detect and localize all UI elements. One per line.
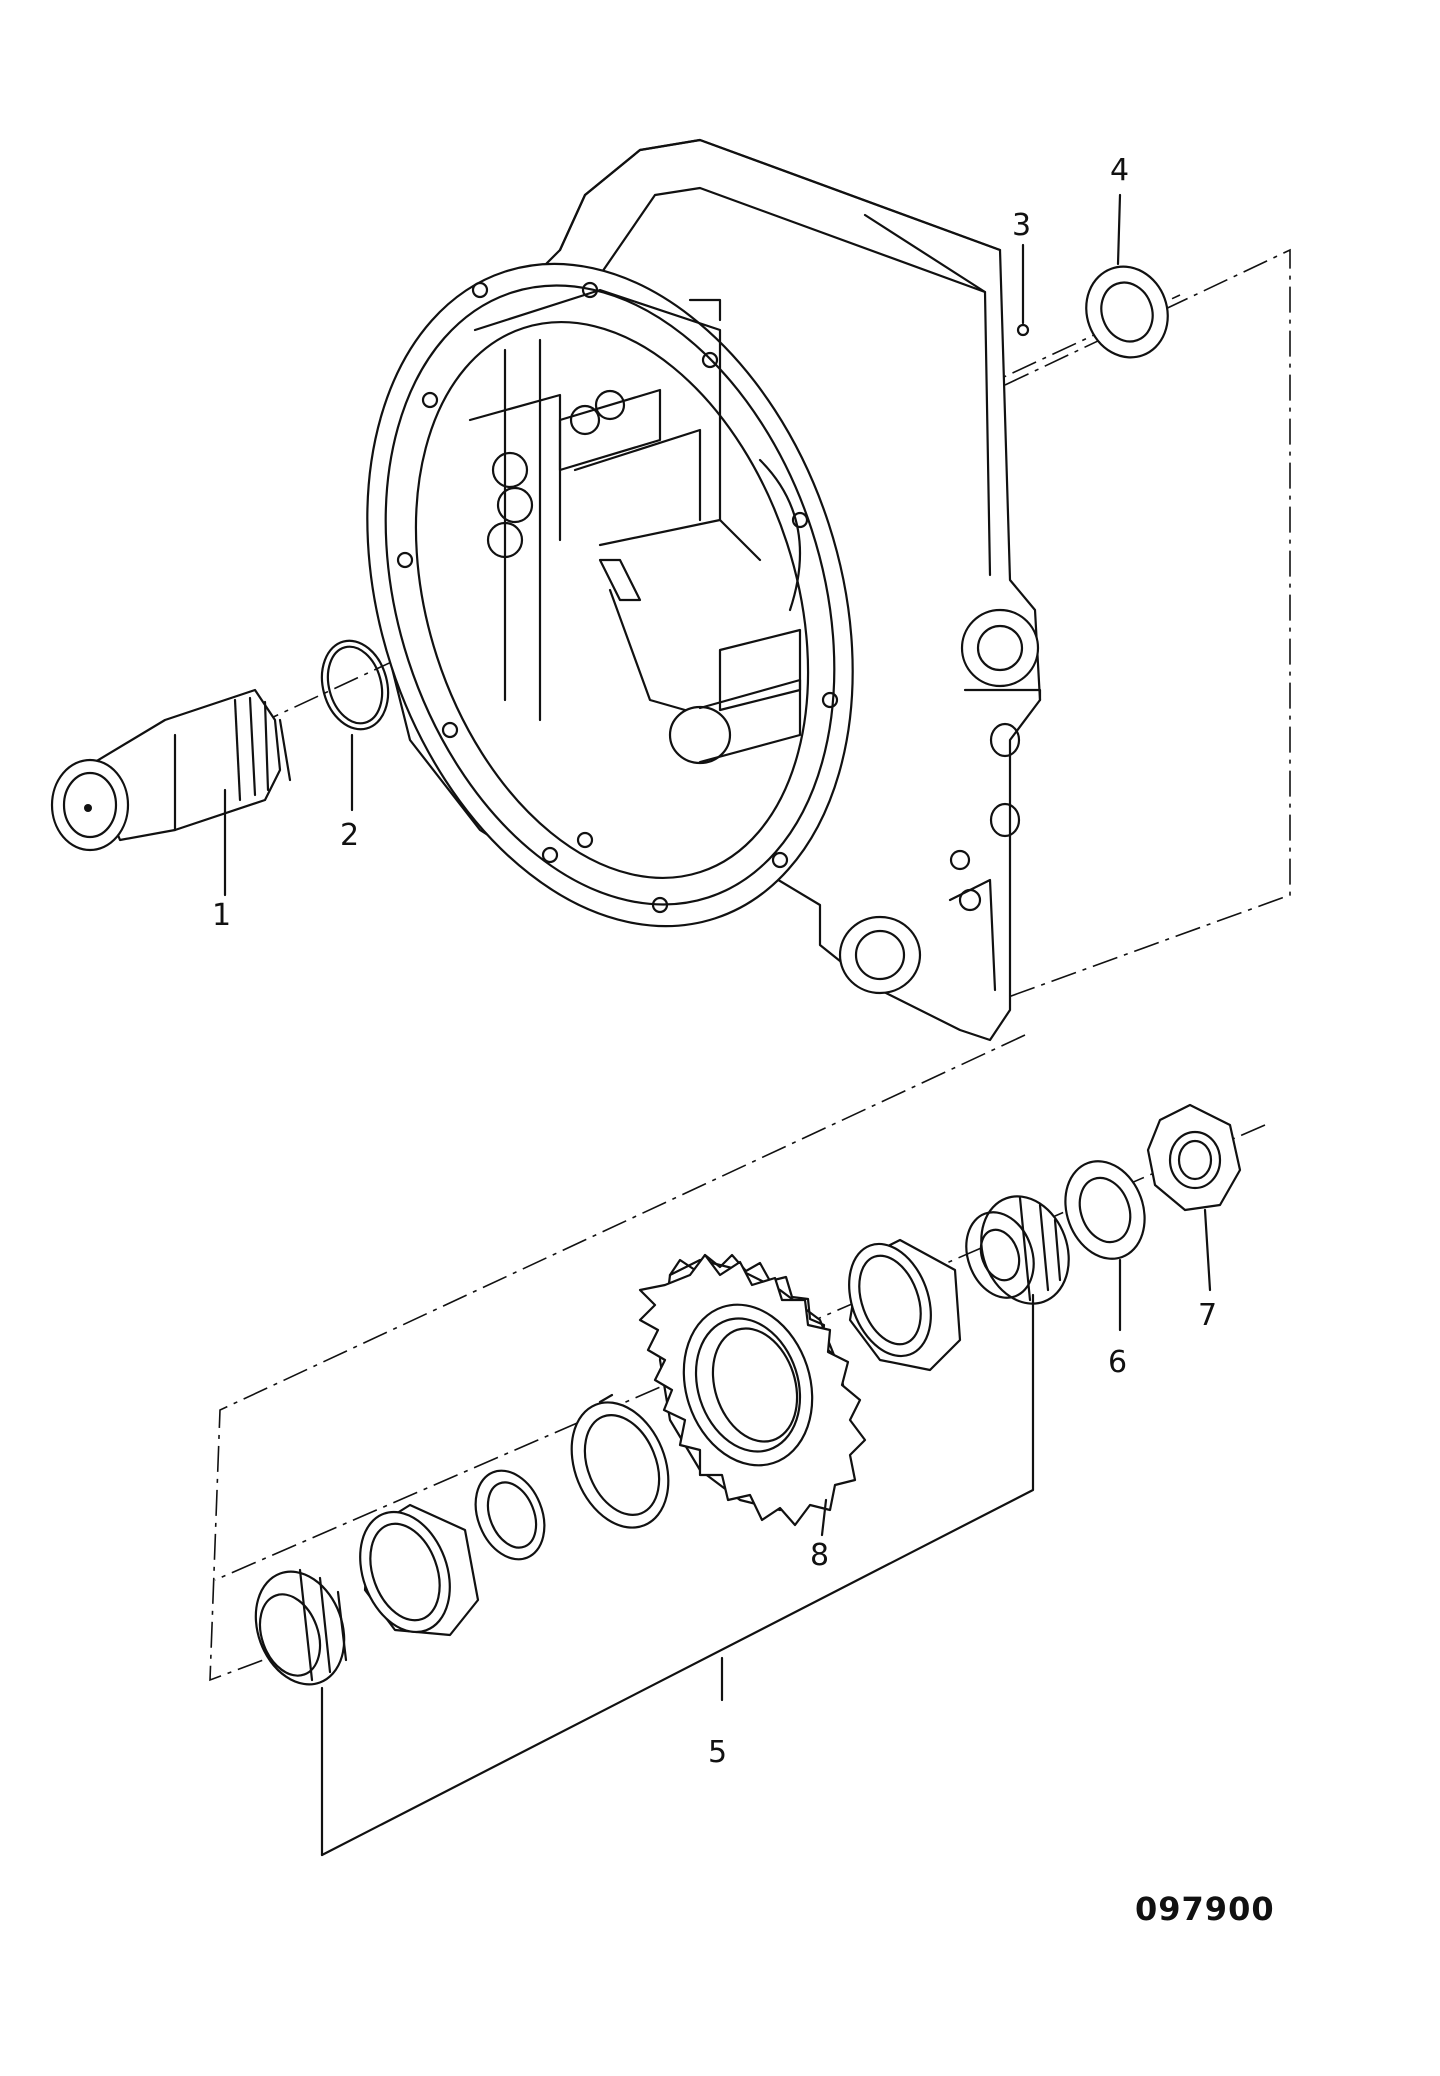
part-1-shaft (50, 688, 292, 897)
snap-ring-small (474, 1469, 546, 1561)
part-5-bracket (320, 1293, 1035, 1857)
part-2-o-ring (320, 639, 390, 812)
part-8-gear (638, 1253, 867, 1537)
figure-number: 097900 (1135, 1890, 1275, 1928)
part-3-ball (1016, 243, 1030, 337)
callout-7: 7 (1198, 1298, 1217, 1333)
flange-bolt-holes (396, 281, 839, 914)
bearing-cone-right (965, 1195, 1070, 1305)
snap-ring-large (570, 1393, 670, 1529)
callout-8: 8 (810, 1538, 829, 1573)
callout-5: 5 (708, 1735, 727, 1770)
bearing-cup-right (848, 1238, 962, 1372)
callout-6: 6 (1108, 1345, 1127, 1380)
transmission-housing (366, 138, 1042, 1042)
callout-1: 1 (212, 898, 231, 933)
callout-2: 2 (340, 818, 359, 853)
callout-labels: 1 2 3 4 5 6 7 8 (212, 153, 1217, 1770)
part-7-nut (1146, 1103, 1242, 1292)
bearing-cup-left (359, 1503, 480, 1637)
part-6-washer (1064, 1160, 1146, 1332)
callout-4: 4 (1110, 153, 1129, 188)
callout-3: 3 (1012, 208, 1031, 243)
part-4-washer (1085, 193, 1169, 359)
bearing-cone-left (254, 1568, 348, 1857)
